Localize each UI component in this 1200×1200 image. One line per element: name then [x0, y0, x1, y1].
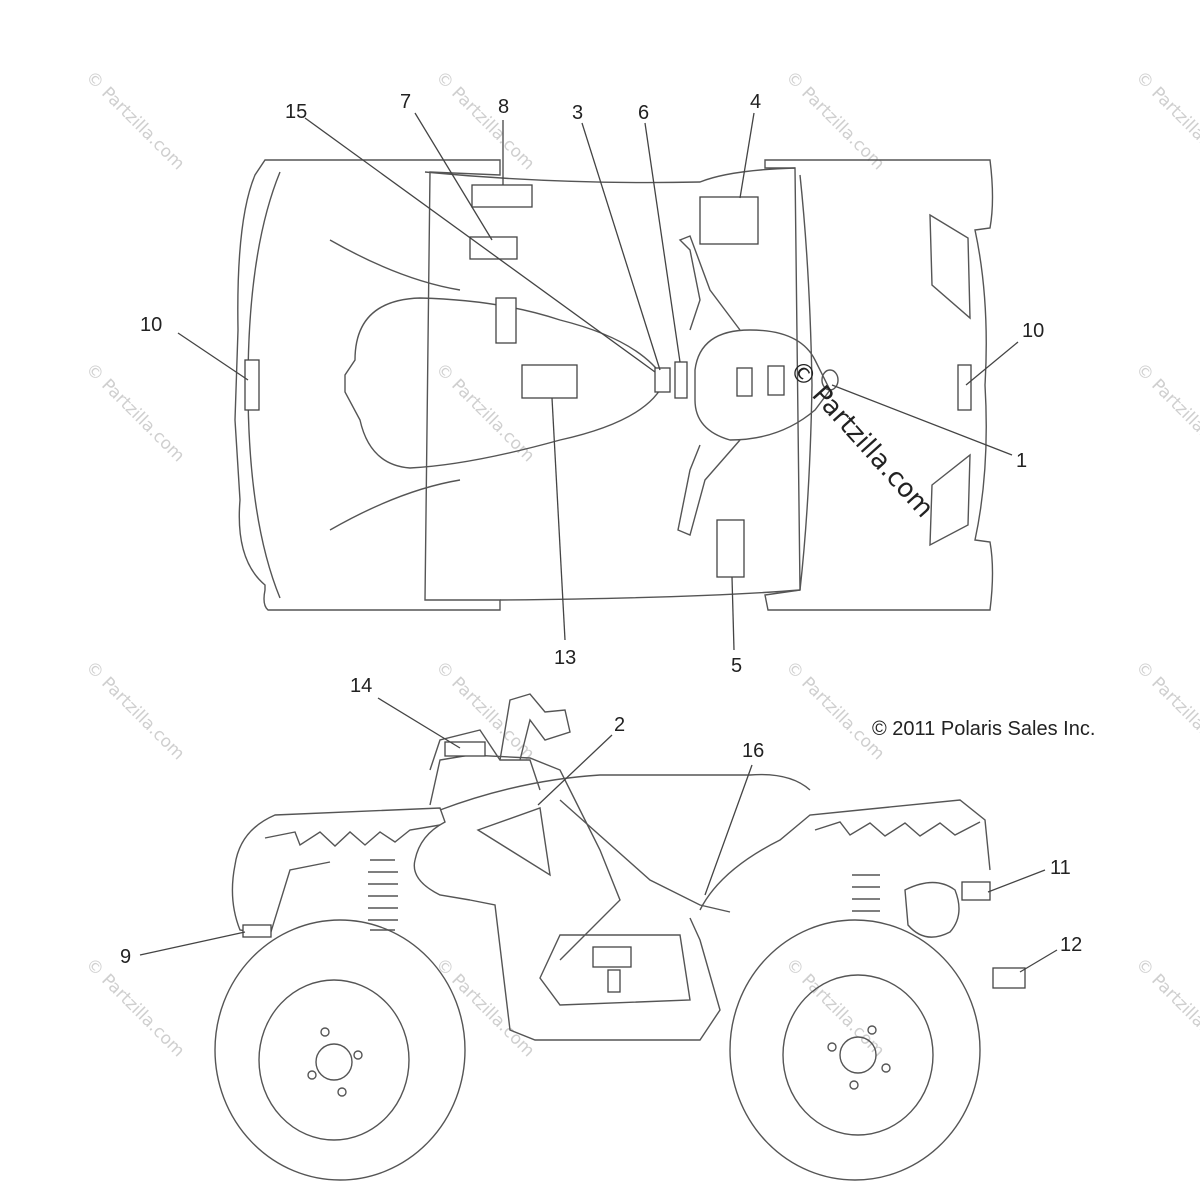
callout-10-left: 10: [140, 314, 162, 336]
watermark: © Partzilla.com: [781, 657, 888, 764]
top-view-callouts: 1 3 4 5 6 7 8 10 10 13 15: [140, 91, 1044, 677]
callout-1: 1: [1016, 450, 1027, 472]
callout-9: 9: [120, 946, 131, 968]
front-grille-upper: [929, 213, 971, 320]
callout-7: 7: [400, 91, 411, 113]
atv-side-view: [139, 693, 1058, 1181]
atv-top-view: [177, 112, 1019, 651]
side-footwell-decal: [592, 946, 632, 968]
callout-6: 6: [638, 102, 649, 124]
front-fender-outline: [764, 159, 994, 611]
leader-5: [731, 576, 735, 651]
side-handlebar-pod: [429, 729, 541, 791]
decal-9: [242, 924, 272, 938]
leader-7: [414, 112, 493, 241]
watermark: © Partzilla.com: [1131, 359, 1200, 466]
watermark: © Partzilla.com: [431, 954, 538, 1061]
handlebar-left: [678, 235, 741, 331]
leader-2: [537, 734, 613, 806]
watermark: © Partzilla.com: [781, 67, 888, 174]
side-handlebar: [499, 693, 571, 761]
decal-15: [495, 297, 517, 344]
console-gauge-right: [767, 365, 785, 396]
leader-12: [1019, 949, 1058, 973]
side-seat: [439, 773, 811, 811]
callout-11: 11: [1050, 857, 1071, 879]
callout-4: 4: [750, 91, 761, 113]
side-footwell: [469, 899, 721, 1041]
side-tank-panel: [476, 807, 551, 877]
watermark: © Partzilla.com: [1131, 657, 1200, 764]
fuel-cap: [821, 369, 839, 391]
side-tank: [429, 754, 621, 961]
front-wheel: [729, 919, 981, 1181]
watermark: © Partzilla.com: [431, 67, 538, 174]
center-watermark: © Partzilla.com: [783, 355, 940, 524]
decal-3: [654, 367, 671, 393]
front-grille-lower: [929, 453, 971, 547]
leader-11: [987, 869, 1046, 893]
leader-15: [304, 117, 656, 373]
decal-10-front: [957, 364, 972, 411]
callout-14: 14: [350, 675, 372, 697]
watermark: © Partzilla.com: [81, 67, 188, 174]
leader-16: [704, 764, 753, 896]
decal-5: [716, 519, 745, 578]
watermark: © Partzilla.com: [1131, 954, 1200, 1061]
leader-10-right: [965, 341, 1019, 386]
console-gauge-left: [736, 367, 753, 397]
callout-10-right: 10: [1022, 320, 1044, 342]
leader-10-left: [177, 332, 249, 381]
decal-14: [444, 741, 486, 757]
decal-4: [699, 196, 759, 245]
watermark: © Partzilla.com: [81, 657, 188, 764]
callout-12: 12: [1060, 934, 1082, 956]
rear-shock-spring: [368, 859, 398, 931]
front-headlight: [904, 881, 960, 938]
leader-1: [831, 384, 1013, 456]
rear-wheel: [214, 919, 466, 1181]
side-view-callouts: 2 9 11 12 14 16: [120, 675, 1082, 968]
decal-12: [992, 967, 1026, 989]
side-footwell-latch: [607, 969, 621, 993]
handlebar-right: [677, 439, 741, 536]
side-rear-fender: [234, 807, 471, 901]
leader-3: [581, 122, 661, 371]
watermark: © Partzilla.com: [81, 954, 188, 1061]
watermark: © Partzilla.com: [81, 359, 188, 466]
leader-14: [377, 697, 461, 749]
callout-15: 15: [285, 101, 307, 123]
callout-13: 13: [554, 647, 576, 669]
rear-fender-outline: [234, 159, 501, 611]
decal-13: [521, 364, 578, 399]
side-frame-line: [559, 799, 731, 913]
side-footwell-inner: [539, 934, 691, 1006]
callout-5: 5: [731, 655, 742, 677]
side-front-rack: [814, 821, 981, 837]
copyright-notice: © 2011 Polaris Sales Inc.: [872, 718, 1095, 740]
side-rear-rack: [264, 824, 441, 847]
decal-8: [471, 184, 533, 208]
decal-7: [469, 236, 518, 260]
side-rear-body: [231, 861, 331, 936]
side-front-fender: [699, 799, 991, 911]
callout-3: 3: [572, 102, 583, 124]
callout-2: 2: [614, 714, 625, 736]
watermark: © Partzilla.com: [1131, 67, 1200, 174]
center-body-outline: [424, 167, 801, 601]
callout-8: 8: [498, 96, 509, 118]
leader-9: [139, 931, 246, 956]
leader-4: [739, 112, 755, 199]
callout-16: 16: [742, 740, 764, 762]
front-fender-inner: [799, 174, 813, 591]
leader-6: [644, 122, 681, 363]
leader-13: [551, 397, 566, 641]
decal-10-rear: [244, 359, 260, 411]
front-shock-spring: [852, 874, 880, 912]
seat-frame: [329, 239, 461, 531]
decal-6: [674, 361, 688, 399]
decal-11: [961, 881, 991, 901]
